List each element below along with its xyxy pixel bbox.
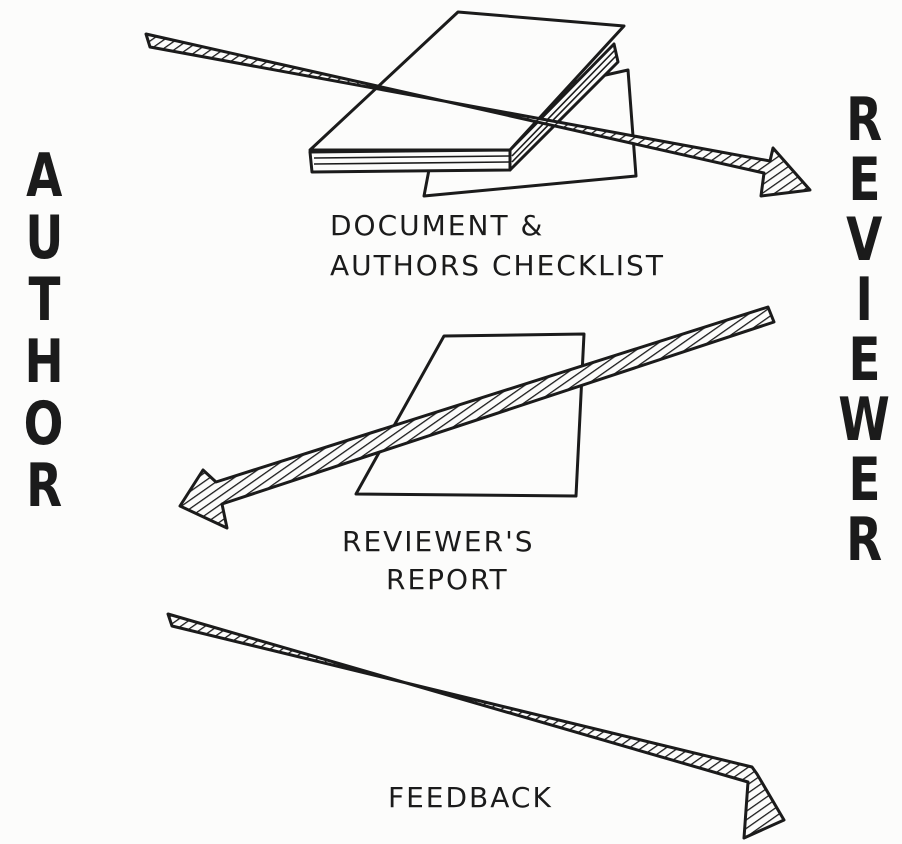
label-letter: E xyxy=(848,145,880,215)
document-flow-label-line1: DOCUMENT & xyxy=(330,209,545,242)
stack-edge-front xyxy=(308,148,512,174)
label-letter: H xyxy=(24,327,64,397)
arrow-report-to-author xyxy=(178,305,776,530)
report-flow-label-line1: REVIEWER'S xyxy=(342,525,535,558)
label-letter: A xyxy=(25,141,63,211)
label-letter: U xyxy=(24,203,63,273)
label-letter: O xyxy=(24,389,64,459)
label-letter: R xyxy=(845,505,883,575)
label-letter: E xyxy=(848,445,880,515)
feedback-flow-label: FEEDBACK xyxy=(388,781,553,814)
document-stack-illustration xyxy=(308,10,638,198)
label-letter: E xyxy=(848,325,880,395)
label-letter: R xyxy=(25,451,63,521)
document-top-sheet xyxy=(308,10,626,152)
label-letter: T xyxy=(28,265,60,335)
report-flow-label-line2: REPORT xyxy=(386,563,509,596)
label-letter: V xyxy=(845,205,883,275)
arrow-document-to-reviewer xyxy=(144,32,812,198)
label-letter: W xyxy=(838,385,890,455)
label-letter: I xyxy=(855,265,873,335)
arrow-feedback-to-reviewer xyxy=(166,612,786,840)
label-letter: R xyxy=(845,85,883,155)
document-flow-label-line2: AUTHORS CHECKLIST xyxy=(330,249,665,282)
